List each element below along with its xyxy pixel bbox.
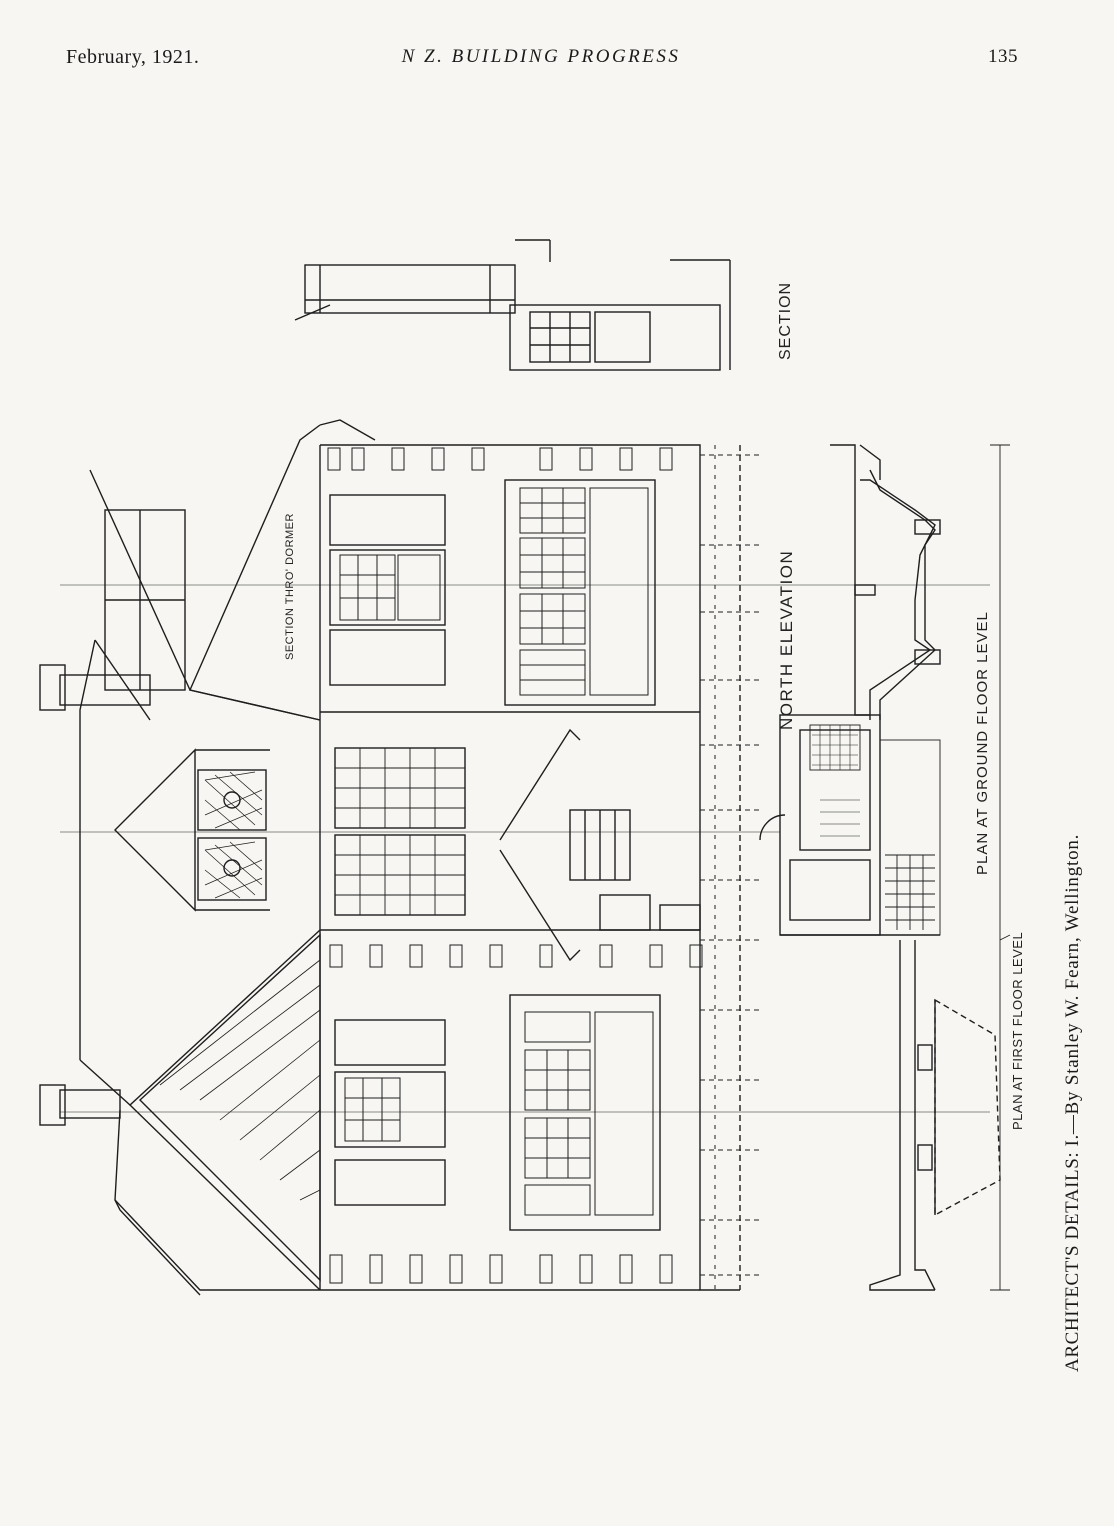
dormer-section-label: SECTION THRO' DORMER xyxy=(284,513,296,660)
first-floor-plan xyxy=(869,444,1011,1291)
section-label: SECTION xyxy=(777,282,794,360)
page-number: 135 xyxy=(988,46,1018,67)
ground-floor-plan xyxy=(759,444,941,936)
north-elevation-label: NORTH ELEVATION xyxy=(777,550,796,730)
caption-title: ARCHITECT'S DETAILS: I.— xyxy=(1062,1114,1083,1373)
caption-credit: By Stanley W. Fearn, Wellington. xyxy=(1062,833,1083,1115)
journal-title: N Z. BUILDING PROGRESS xyxy=(401,46,681,67)
issue-date: February, 1921. xyxy=(66,46,200,68)
figure-caption: ARCHITECT'S DETAILS: I.—By Stanley W. Fe… xyxy=(1062,834,1084,1372)
first-plan-label: PLAN AT FIRST FLOOR LEVEL xyxy=(1010,932,1025,1130)
north-elevation xyxy=(39,419,990,1296)
section-detail xyxy=(294,239,731,371)
ground-plan-label: PLAN AT GROUND FLOOR LEVEL xyxy=(974,611,991,875)
